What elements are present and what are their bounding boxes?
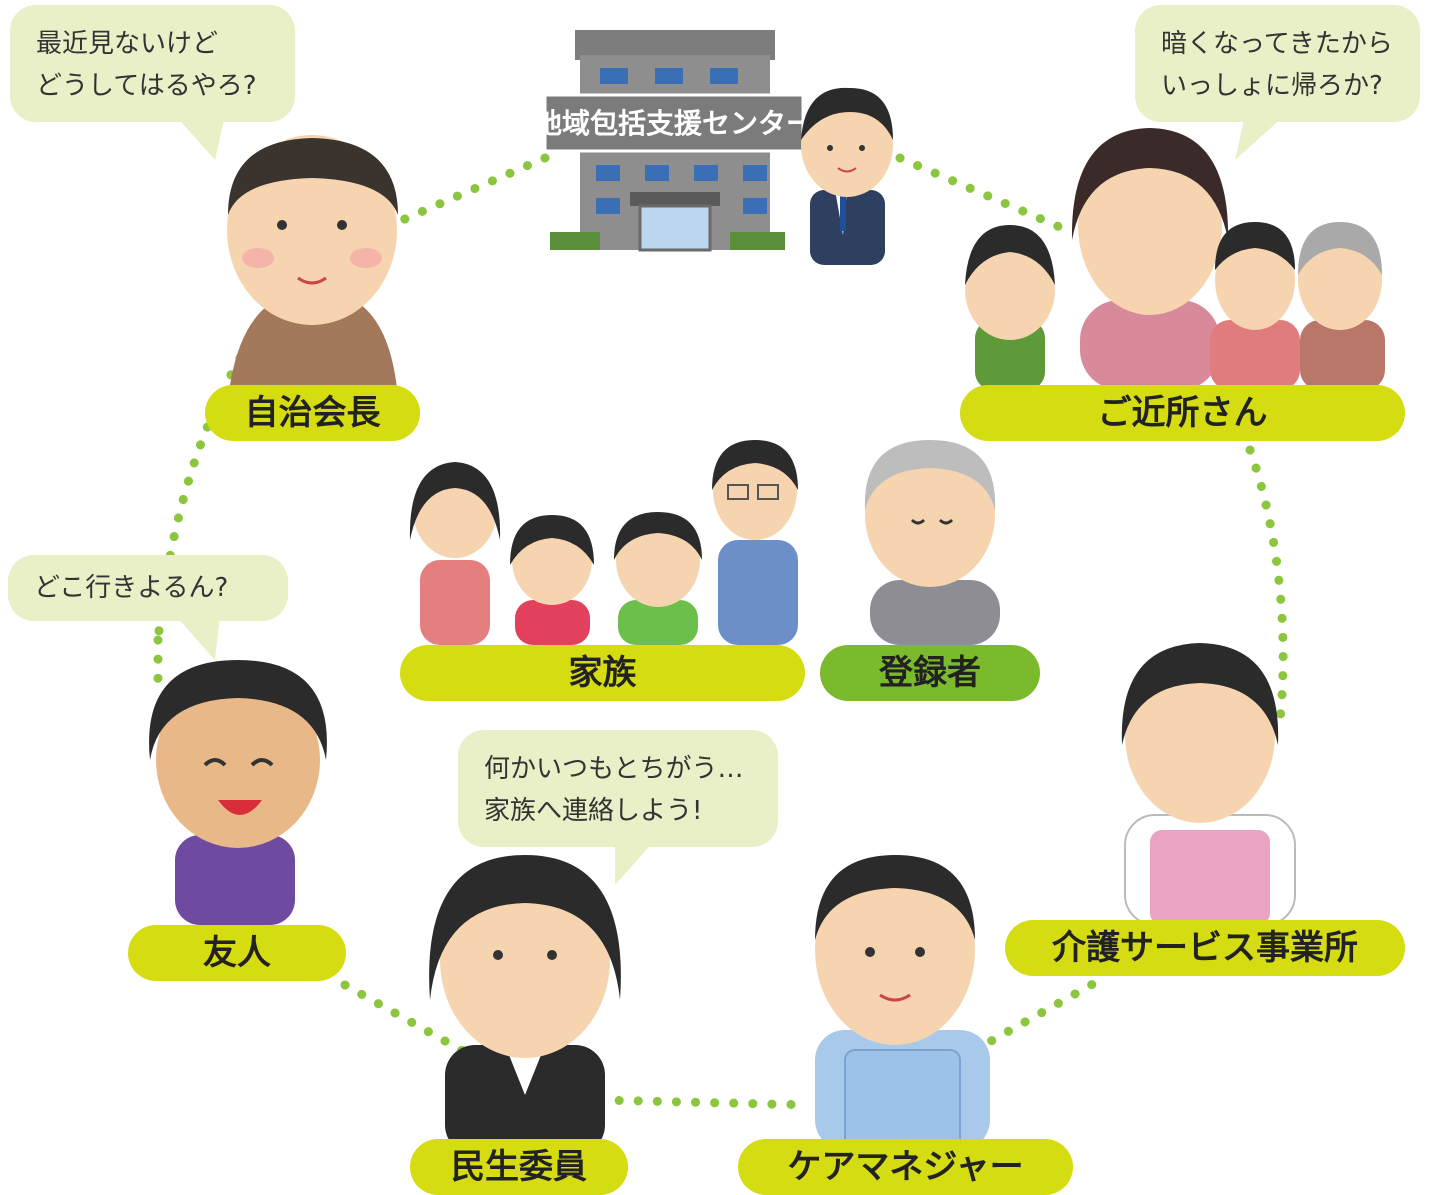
friend-icon <box>149 660 327 925</box>
label-care-service-office: 介護サービス事業所 <box>1005 920 1405 976</box>
registrant-elderly-icon <box>864 440 1000 645</box>
bubble-tail-commissioner <box>615 840 655 885</box>
bubble-tail-friend <box>175 615 220 660</box>
speech-bubble-friend: どこ行きよるん? <box>8 555 288 621</box>
label-care-manager: ケアマネジャー <box>738 1139 1073 1195</box>
building-sign-text: 地域包括支援センター <box>534 107 814 140</box>
label-registrant: 登録者 <box>820 645 1040 701</box>
bubble-line: どうしてはるやろ? <box>36 71 257 101</box>
bubble-line: 暗くなってきたから <box>1161 29 1393 59</box>
label-neighborhood-chief: 自治会長 <box>205 385 420 441</box>
bubble-line: いっしょに帰ろか? <box>1161 71 1383 101</box>
speech-bubble-neighbors: 暗くなってきたから いっしょに帰ろか? <box>1135 5 1420 122</box>
bubble-tail-chief <box>175 115 225 160</box>
speech-bubble-chief: 最近見ないけど どうしてはるやろ? <box>10 5 295 122</box>
care-service-worker-icon <box>1121 643 1296 926</box>
bubble-tail-neighbors <box>1235 115 1285 160</box>
neighborhood-chief-icon <box>227 135 398 400</box>
welfare-commissioner-icon <box>429 855 621 1155</box>
bubble-line: どこ行きよるん? <box>34 573 229 603</box>
community-center-building-icon: 地域包括支援センター <box>534 30 814 252</box>
care-manager-icon <box>815 855 990 1151</box>
bubble-line: 最近見ないけど <box>36 29 219 59</box>
label-friend: 友人 <box>128 925 346 981</box>
family-group-icon <box>409 440 798 645</box>
neighbors-group-icon <box>965 128 1385 390</box>
label-neighbors: ご近所さん <box>960 385 1405 441</box>
label-family: 家族 <box>400 645 805 701</box>
center-staff-icon <box>801 87 893 265</box>
label-welfare-commissioner: 民生委員 <box>410 1139 628 1195</box>
speech-bubble-commissioner: 何かいつもとちがう… 家族へ連絡しよう! <box>458 730 778 847</box>
bubble-line: 家族へ連絡しよう! <box>484 796 703 826</box>
bubble-line: 何かいつもとちがう… <box>484 754 744 784</box>
